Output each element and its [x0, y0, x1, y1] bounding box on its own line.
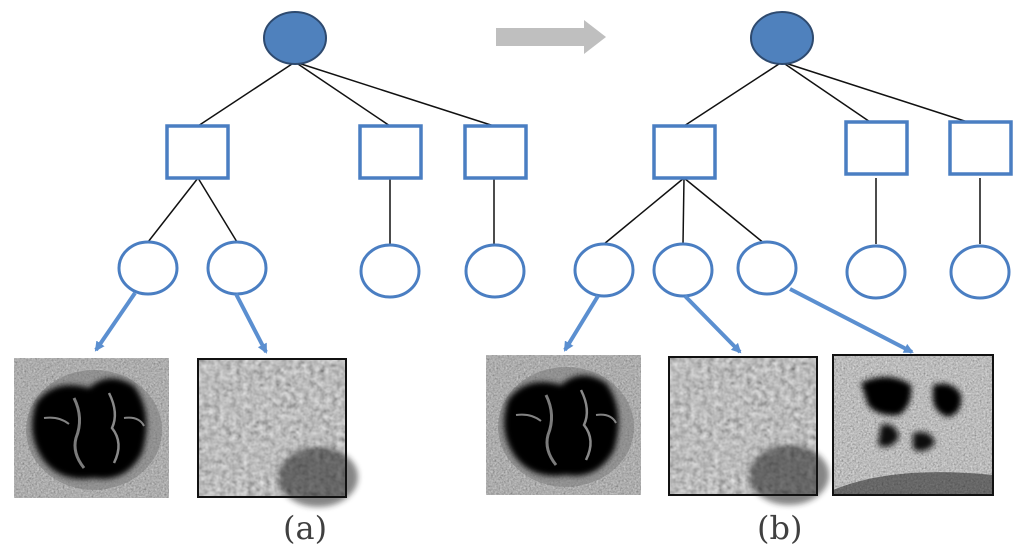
ultrasound-image-dark [486, 355, 641, 495]
square-node [844, 120, 909, 176]
tree-diagram-b [486, 11, 1013, 505]
image-arrows [94, 291, 268, 354]
image-arrows [563, 287, 914, 354]
tree-edges [603, 61, 981, 245]
tree-edges [147, 61, 495, 244]
circle-node [464, 243, 526, 299]
tree-diagram-a [14, 11, 528, 507]
ultrasound-image-dark [14, 358, 169, 498]
square-node [948, 120, 1013, 176]
square-node [358, 124, 423, 180]
ultrasound-image-speckle [669, 357, 829, 505]
circle-node [736, 240, 798, 296]
square-node [463, 124, 528, 180]
ultrasound-image-speckle [198, 359, 358, 507]
circle-node [949, 244, 1011, 300]
transition-arrow-icon [496, 20, 606, 54]
circle-node [652, 242, 714, 298]
circle-node [117, 240, 179, 296]
caption-b: (b) [757, 509, 803, 547]
ultrasound-image-cystic [833, 355, 993, 495]
root-node [750, 11, 814, 65]
caption-a: (a) [283, 509, 328, 547]
circle-node [206, 240, 268, 296]
circle-node [573, 242, 635, 298]
circle-node [845, 244, 907, 300]
circle-node [359, 243, 421, 299]
square-node [165, 124, 230, 180]
root-node [263, 11, 327, 65]
square-node [652, 124, 717, 180]
